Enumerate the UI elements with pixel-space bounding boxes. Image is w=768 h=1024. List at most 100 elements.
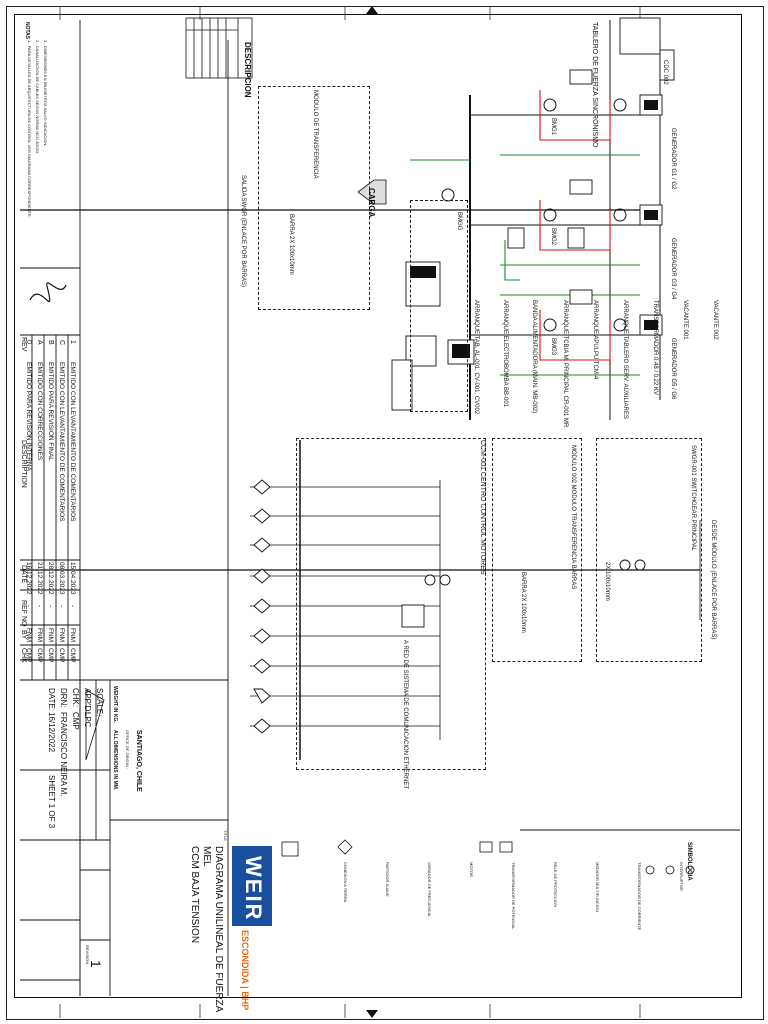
revision-row-rev: 1 xyxy=(69,340,76,344)
lower-busbar-label: BARRA 2X 100x10mm xyxy=(520,572,526,633)
desde-modulo-label: DESDE MODULO (ENLACE POR BARRAS) xyxy=(710,520,716,640)
revision-row-rev: 0 xyxy=(25,340,32,344)
appd-value: LPC xyxy=(83,712,92,728)
revision-row-ref: - xyxy=(58,605,65,608)
ccm-label: CCM-001 CENTRO CONTROL MOTORES xyxy=(479,440,486,575)
bmgg-label: BMGG xyxy=(456,212,462,231)
revision-row-desc: EMITIDO PARA REVISION FINAL xyxy=(47,362,54,461)
chk-value: CMP xyxy=(71,712,80,730)
legend-item: MOTOR xyxy=(469,862,474,877)
weir-logo: WEIR xyxy=(232,846,272,926)
revision-row-chk: CMP xyxy=(36,648,43,663)
red-ethernet-label: A RED DE SISTEMA DE COMUNICACION ETHERNE… xyxy=(402,640,408,790)
note-line: 2.- CANALIZACION DE CABLES SEGUN NORMA N… xyxy=(35,40,40,155)
legend-item: RELE DE PROTECCION xyxy=(553,862,558,907)
generator-1-label: GENERADOR G1 / G2 xyxy=(670,128,676,190)
legend-item: CONEXION A TIERRA xyxy=(343,862,348,903)
appd-label: APP'D: xyxy=(83,688,92,714)
revision-header: REF NO xyxy=(20,600,27,627)
client-brand: ESCONDIDA | BHP xyxy=(240,930,250,1011)
title-label: TITLE xyxy=(223,830,228,841)
drn-label: DRN: xyxy=(59,688,68,708)
generator-3-label: GENERADOR G5 / G6 xyxy=(670,338,676,400)
revision-row-desc: EMITIDO PARA REVISION INTERNA xyxy=(25,362,32,471)
revision-row-ref: - xyxy=(25,605,32,608)
revision-row-date: 15.04.2023 xyxy=(69,562,76,595)
office-city: SANTIAGO, CHILE xyxy=(135,730,142,792)
feeder-label: VACANTE 002 xyxy=(712,300,718,340)
dimensions-label: ALL DIMENSIONS IN MM. xyxy=(112,730,118,791)
feeder-label: ARRANQUE ELECTROBOMBA BB-001 xyxy=(502,300,508,408)
legend-item: TRANSFORMADOR DE CORRIENTE xyxy=(637,862,642,931)
tablero-label: TABLERO DE FUERZA SINCRONISMO xyxy=(591,22,598,148)
revision-row-rev: A xyxy=(36,340,43,345)
drawing-frame xyxy=(14,14,742,998)
note-line: 3.- DIMENSIONES EN MILIMETROS SALVO INDI… xyxy=(43,40,48,147)
cover-label: CDC 002 xyxy=(662,60,668,85)
drn-value: FRANCISCO NEIRA M. xyxy=(59,712,68,797)
weir-logo-text: WEIR xyxy=(241,856,266,922)
feeder-label: TRANSFORMADOR 0.48 / 0.22 KV xyxy=(652,300,658,396)
drawing-sheet xyxy=(6,6,764,1020)
revision-row-by: FNM xyxy=(69,628,76,643)
title-line-2: MEL xyxy=(201,846,212,867)
revision-row-chk: CMP xyxy=(58,648,65,663)
bmg2-label: BMG2 xyxy=(550,228,556,246)
legend-item: INTERRUPTOR xyxy=(679,862,684,891)
feeder-label: ARRANQUE APULPU TCM-4 xyxy=(592,300,598,380)
revision-row-date: 21.12.2022 xyxy=(36,562,43,595)
revision-row-chk: CMP xyxy=(47,648,54,663)
legend-title: SIMBOLOGIA xyxy=(686,842,692,881)
title-line-3: CCM BAJA TENSION xyxy=(189,846,200,944)
revision-row-date: 28.12.2022 xyxy=(47,562,54,595)
salida-label: SALIDA SWGR (ENLACE POR BARRAS) xyxy=(240,175,246,288)
revision-value: 1 xyxy=(88,960,104,968)
weight-label: WEIGHT IN KG. xyxy=(112,686,118,723)
sync-panel-enclosure xyxy=(410,200,468,412)
revision-row-date: 08.03.2023 xyxy=(58,562,65,595)
bmg1-label: BMG1 xyxy=(550,118,556,136)
revision-row-by: FNM xyxy=(25,628,32,643)
modulo-002-label: MODULO 002 MODULO TRANSFERENCIA BARRAS xyxy=(570,445,576,590)
modulo-transferencia-upper xyxy=(258,86,370,310)
carga-label: CARGA xyxy=(367,188,376,218)
modulo-002-enclosure xyxy=(492,438,582,662)
generator-2-label: GENERADOR G3 / G4 xyxy=(670,238,676,300)
feeder-label: ARRANQUE TAB. AL-001, CV-001, CV002 xyxy=(473,300,479,415)
feeder-label: ARRANQUE TCBIA M. PRINCIPAL CR-001 MR xyxy=(562,300,568,428)
revision-row-ref: - xyxy=(69,605,76,608)
feeder-label: ARRANQUE TABLERO SERV. AUXILIARES xyxy=(622,300,628,419)
bmg3-label: BMG3 xyxy=(550,338,556,356)
upper-busbar-label: BARRA 2X 100x10mm xyxy=(288,214,294,275)
modulo-transferencia-label: MODULO DE TRANSFERENCIA xyxy=(312,90,318,179)
revision-row-desc: EMITIDO CON LEVANTAMIENTO DE COMENTARIOS xyxy=(58,362,65,522)
revision-row-chk: CMP xyxy=(69,648,76,663)
revision-row-by: FNM xyxy=(36,628,43,643)
swgr-busbar-label: 2X 100x10mm xyxy=(604,562,610,601)
legend-item: MEDIDOR MULTIFUNCION xyxy=(595,862,600,912)
title-line-1: DIAGRAMA UNILINEAL DE FUERZA xyxy=(213,846,224,1013)
revision-row-rev: B xyxy=(47,340,54,345)
revision-row-rev: C xyxy=(58,340,65,346)
revision-row-by: FNM xyxy=(47,628,54,643)
desc-header: DESCRIPCION xyxy=(243,42,252,98)
ccm-enclosure xyxy=(296,438,486,770)
revision-row-by: FNM xyxy=(58,628,65,643)
legend-item: TRANSFORMADOR DE POTENCIAL xyxy=(511,862,516,930)
revision-row-date: 16.12.2022 xyxy=(25,562,32,595)
revision-row-desc: EMITIDO CON CORRECCIONES xyxy=(36,362,43,461)
chk-label: CHK: xyxy=(71,688,80,708)
revision-row-ref: - xyxy=(47,605,54,608)
date-value: 16/12/2022 xyxy=(47,712,56,753)
swgr-label: SWGR-001 SWITCHGEAR PRINCIPAL xyxy=(690,445,696,551)
legend-item: VARIADOR DE FRECUENCIA xyxy=(427,862,432,917)
notes-title: NOTAS xyxy=(24,22,30,40)
sheet-label: SHEET 1 OF 3 xyxy=(47,775,56,829)
feeder-label: VACANTE 001 xyxy=(682,300,688,340)
swgr-enclosure xyxy=(596,438,702,662)
revision-row-ref: - xyxy=(36,605,43,608)
office-origin-label: OFFICE OF ORIGIN : xyxy=(125,730,130,769)
date-label: DATE: xyxy=(47,688,56,711)
feeder-label: BANDA ALIMENTADORA (MAIN. MB-002) xyxy=(531,300,537,414)
